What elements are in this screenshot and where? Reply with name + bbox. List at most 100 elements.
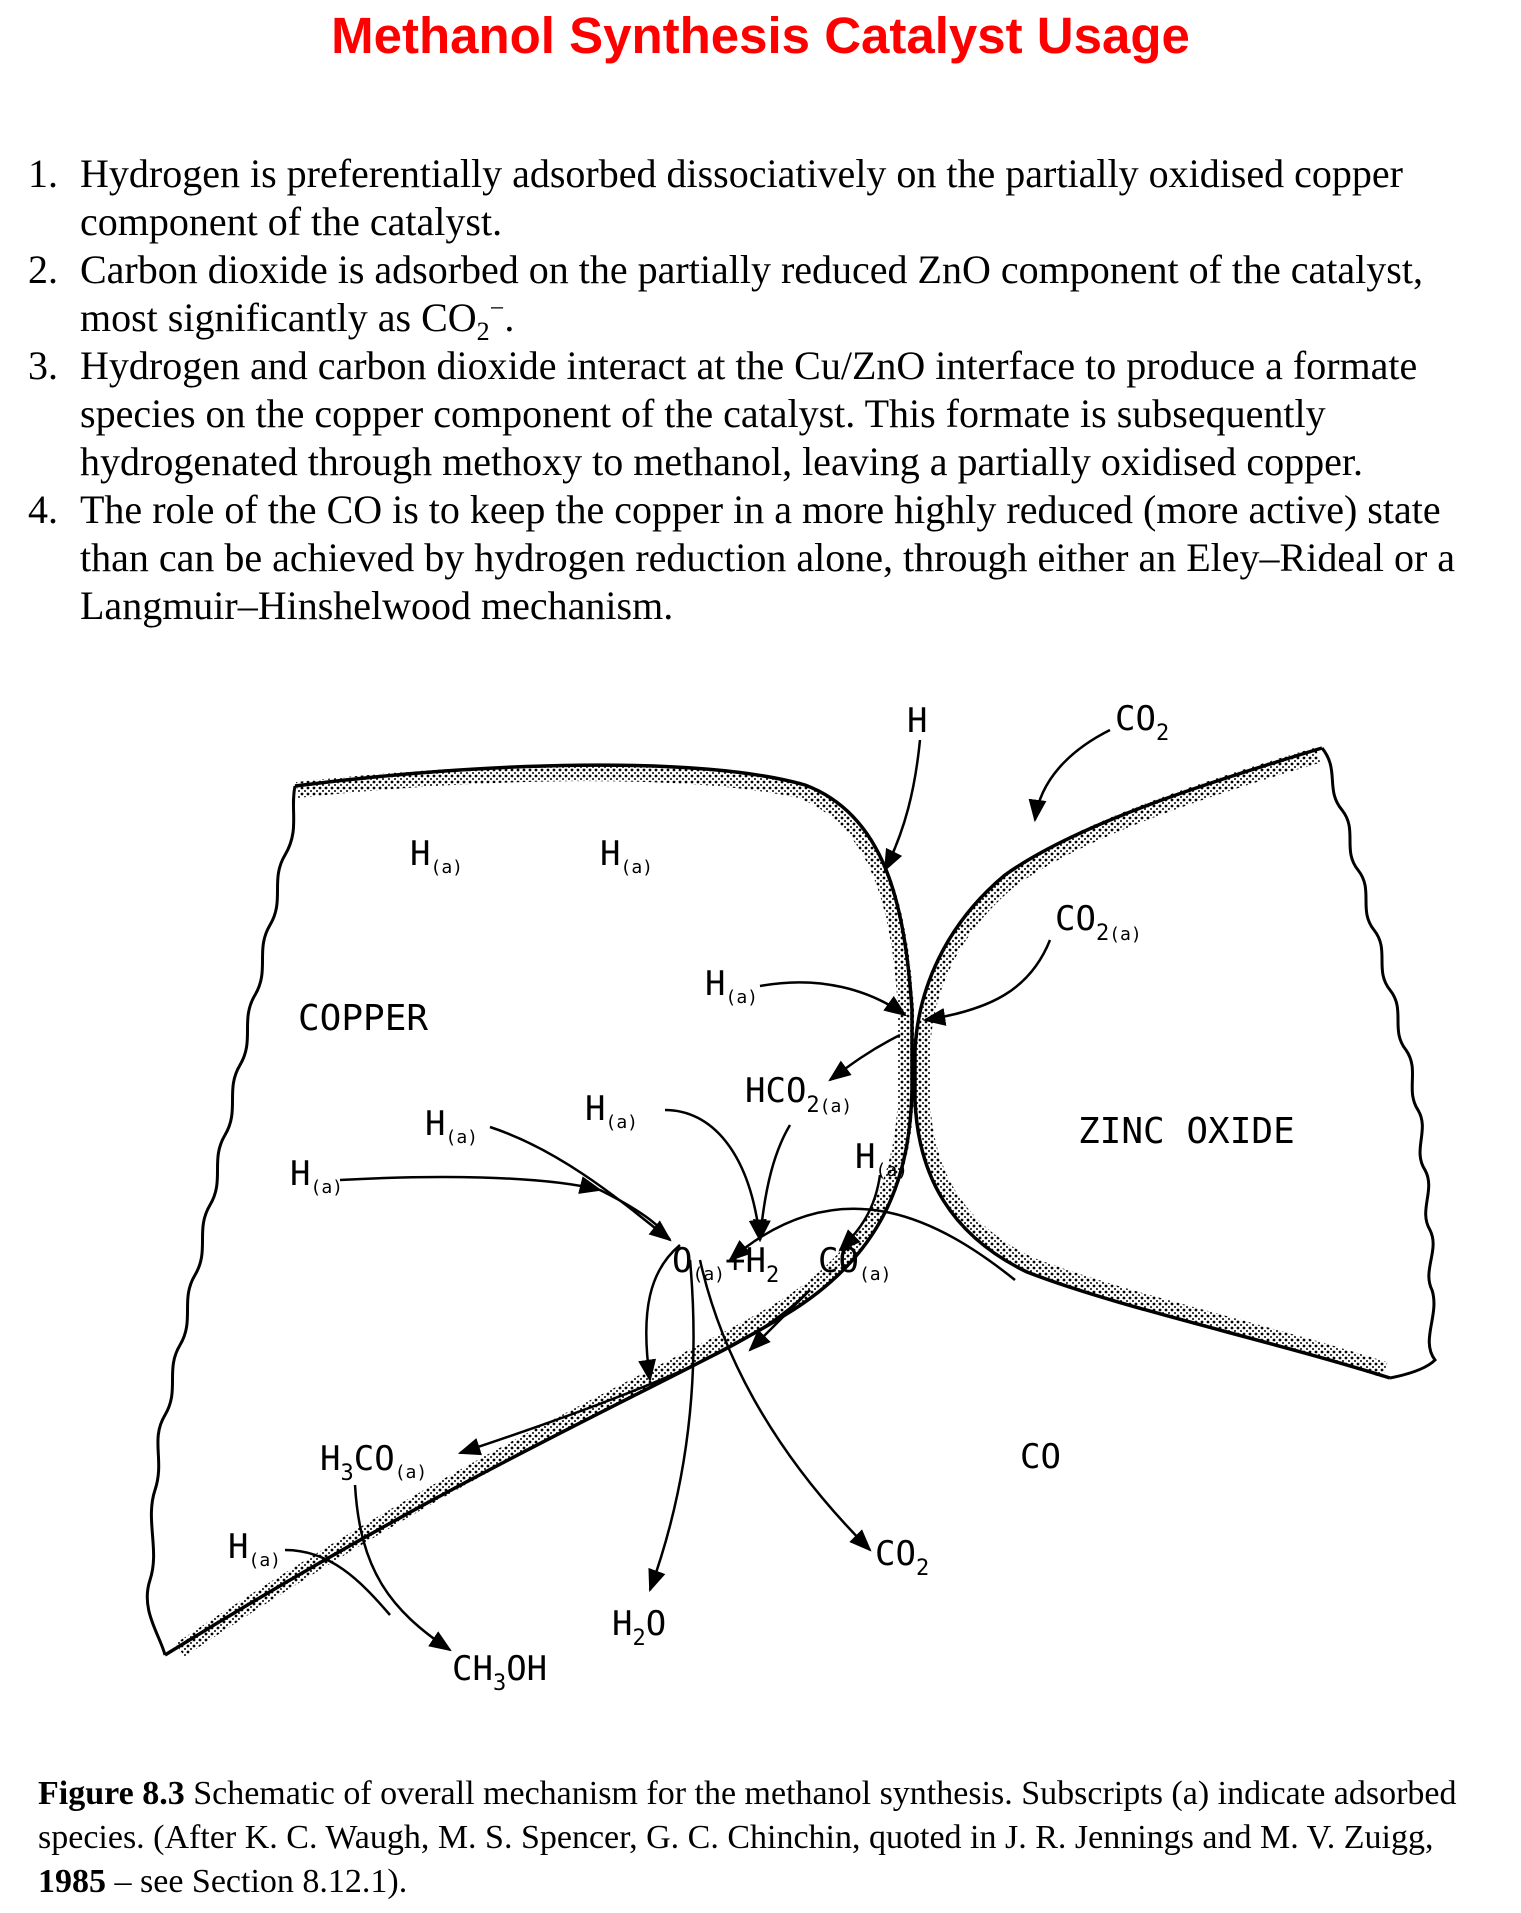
subscript-adsorbed: (a) [725,987,758,1008]
symbol: CO [1115,699,1156,739]
svg-text:CO2: CO2 [875,1534,929,1581]
svg-text:CO2(a): CO2(a) [1055,899,1142,946]
caption-text: Schematic of overall mechanism for the m… [38,1775,1457,1856]
co2-adsorption-arrow [1028,728,1111,823]
symbol: O [672,1241,692,1281]
zinc-oxide-region [913,746,1437,1380]
step-number: 2. [28,247,58,292]
svg-text:CO: CO [1020,1437,1061,1477]
mechanism-diagram: COPPER ZINC OXIDE H CO2 CO2(a) H(a) H(a)… [145,699,1437,1696]
h-gas-label: H [907,701,927,741]
coa-to-copper-arrow [748,1289,811,1352]
subscript: 2 [1156,721,1169,746]
subscript-adsorbed: (a) [820,1096,853,1117]
subscript: 2 [916,1556,929,1581]
subscript-adsorbed: (a) [248,1550,281,1571]
step-number: 4. [28,487,58,532]
ha-label: H(a) [600,834,653,878]
subscript: 2 [766,1263,779,1288]
co-gas-label: CO [1020,1437,1061,1477]
svg-text:H(a): H(a) [585,1089,638,1133]
caption-year: 1985 [38,1863,106,1900]
co2-out-label: CO2 [875,1534,929,1581]
co-gas-to-surface-arrow [728,1207,1016,1281]
coa-label: CO(a) [818,1241,891,1285]
svg-text:H(a): H(a) [425,1104,478,1148]
svg-text:O(a)+H2: O(a)+H2 [672,1241,779,1288]
diagram-labels: COPPER ZINC OXIDE H CO2 CO2(a) H(a) H(a)… [228,699,1295,1696]
subscript: 3 [340,1461,353,1486]
svg-text:H(a): H(a) [705,964,758,1008]
ha-label: H(a) [290,1154,343,1198]
subscript-adsorbed: (a) [859,1264,892,1285]
co2a-label: CO2(a) [1055,899,1142,946]
figure-caption: Figure 8.3 Schematic of overall mechanis… [38,1772,1508,1904]
zinc-oxide-label: ZINC OXIDE [1078,1111,1295,1152]
zinc-oxide-surface-stipple [914,747,1388,1378]
svg-text:H(a): H(a) [290,1154,343,1198]
subscript: 2 [632,1626,645,1651]
symbol: CH [452,1649,493,1689]
copper-surface-stipple [175,765,914,1657]
symbol: CO [354,1439,395,1479]
co2a-to-interface-arrow [922,939,1052,1026]
svg-text:H(a): H(a) [600,834,653,878]
symbol: H [907,701,927,741]
co2-gas-label: CO2 [1115,699,1169,746]
svg-text:HCO2(a): HCO2(a) [745,1071,852,1118]
symbol: H [855,1137,875,1177]
interface-to-hco2-arrow [828,1033,901,1082]
symbol: CO [1020,1437,1061,1477]
ha-label: H(a) [425,1104,478,1148]
ha-label: H(a) [705,964,758,1008]
subscript-adsorbed: (a) [692,1264,725,1285]
symbol: H [600,834,620,874]
svg-text:H(a): H(a) [855,1137,908,1181]
svg-text:H: H [907,701,927,741]
ha-label: H(a) [410,834,463,878]
symbol: H [228,1527,248,1567]
h2o-label: H2O [612,1604,666,1651]
symbol: H [425,1104,445,1144]
h-adsorption-arrow [883,739,922,873]
step-text-end: . [504,295,515,340]
svg-text:CH3OH: CH3OH [452,1649,547,1696]
ha-mid-to-o-arrow [489,1125,672,1242]
svg-text:H(a): H(a) [410,834,463,878]
subscript-adsorbed: (a) [310,1177,343,1198]
symbol: HCO [745,1071,806,1111]
step-4: 4. The role of the CO is to keep the cop… [20,486,1500,630]
ha-right-to-co-arrow [838,1174,882,1252]
step-text: Carbon dioxide is adsorbed on the partia… [80,247,1423,340]
copper-wavy-edge [145,785,297,1656]
symbol: +H [725,1241,766,1281]
symbol: CO [818,1241,859,1281]
step-number: 3. [28,343,58,388]
coa-to-h3co-arrow [457,1289,811,1456]
ha-to-interface-arrow [759,981,907,1017]
reaction-arrows [284,728,1111,1652]
copper-label: COPPER [298,998,428,1039]
o-to-co2-arrow [698,1259,872,1552]
ha-label: H(a) [585,1089,638,1133]
subscript-adsorbed: (a) [620,857,653,878]
zinc-oxide-wavy-edge [1320,747,1437,1380]
superscript: − [489,293,505,323]
symbol: H [410,834,430,874]
svg-text:CO(a): CO(a) [818,1241,891,1285]
ha-bottom-to-ch3oh-arrow [284,1548,391,1616]
caption-text-end: – see Section 8.12.1). [106,1863,408,1900]
ha-label: H(a) [855,1137,908,1181]
subscript-adsorbed: (a) [430,857,463,878]
subscript-adsorbed: (a) [395,1462,428,1483]
symbol: CO [875,1534,916,1574]
h3co-to-ch3oh-arrow [353,1484,452,1652]
subscript: 2 [1096,921,1109,946]
subscript-adsorbed: (a) [875,1160,908,1181]
step-text: Hydrogen and carbon dioxide interact at … [80,343,1418,484]
symbol: H [612,1604,632,1644]
svg-text:H2O: H2O [612,1604,666,1651]
subscript: 2 [806,1093,819,1118]
svg-text:CO2: CO2 [1115,699,1169,746]
figure-label: Figure 8.3 [38,1775,185,1812]
